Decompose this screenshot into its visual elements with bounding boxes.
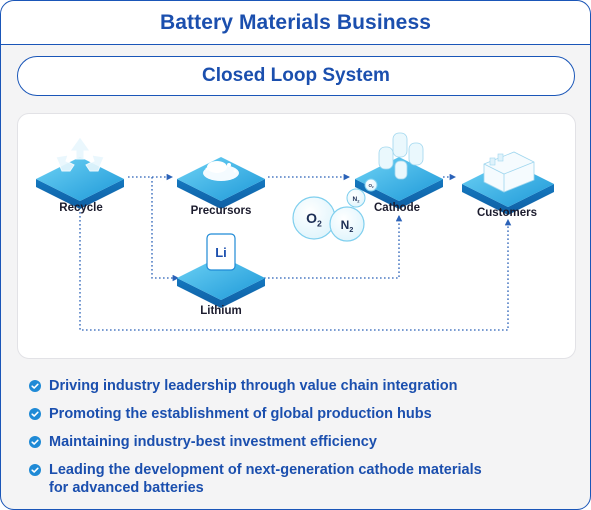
node-label-lithium: Lithium bbox=[200, 305, 242, 317]
check-circle-icon bbox=[29, 464, 41, 476]
key-point-text-continued: for advanced batteries bbox=[49, 480, 204, 496]
node-label-cathode: Cathode bbox=[374, 202, 420, 214]
recycle-icon bbox=[55, 136, 105, 172]
subtitle-text: Closed Loop System bbox=[202, 65, 390, 86]
recycle-tile bbox=[36, 136, 124, 209]
o2-label: O2 bbox=[306, 210, 322, 229]
closed-loop-diagram: Li O2 N2 N2 O2 Recycle Precursors Cathod… bbox=[17, 113, 576, 359]
check-circle-icon bbox=[29, 380, 41, 392]
precursors-tile bbox=[177, 157, 265, 209]
title-bar: Battery Materials Business bbox=[1, 1, 590, 45]
subtitle-pill: Closed Loop System bbox=[17, 56, 575, 96]
node-label-precursors: Precursors bbox=[190, 205, 252, 217]
n2-small-bubble bbox=[346, 188, 366, 208]
node-label-customers: Customers bbox=[476, 207, 538, 219]
n2-small-label: N2 bbox=[353, 196, 361, 204]
n2-bubble bbox=[329, 206, 365, 242]
key-point-text: Leading the development of next-generati… bbox=[49, 462, 482, 478]
lithium-symbol: Li bbox=[215, 245, 227, 260]
node-label-recycle: Recycle bbox=[59, 202, 103, 214]
page-title: Battery Materials Business bbox=[159, 10, 432, 34]
o2-small-label: O2 bbox=[368, 183, 374, 189]
reactor-tanks-icon bbox=[378, 132, 424, 180]
gas-bubbles: O2 N2 N2 O2 bbox=[292, 178, 378, 242]
key-point: Driving industry leadership through valu… bbox=[29, 377, 569, 395]
key-point-text: Maintaining industry-best investment eff… bbox=[49, 434, 377, 450]
cathode-tile bbox=[355, 132, 443, 209]
customers-tile bbox=[462, 151, 554, 215]
check-circle-icon bbox=[29, 408, 41, 420]
n2-label: N2 bbox=[341, 218, 354, 234]
battery-pack-icon bbox=[483, 151, 535, 193]
arrow-recycle-lithium bbox=[151, 177, 180, 282]
key-point: Maintaining industry-best investment eff… bbox=[29, 433, 569, 451]
o2-small-bubble bbox=[364, 178, 378, 192]
lithium-element-icon: Li bbox=[206, 233, 236, 271]
key-point: Promoting the establishment of global pr… bbox=[29, 405, 569, 423]
powder-icon bbox=[203, 161, 239, 181]
key-point-text: Driving industry leadership through valu… bbox=[49, 378, 458, 394]
key-point-text: Promoting the establishment of global pr… bbox=[49, 406, 432, 422]
arrow-lithium-cathode bbox=[264, 214, 403, 279]
check-circle-icon bbox=[29, 436, 41, 448]
lithium-tile: Li bbox=[177, 233, 265, 308]
flow-arrows bbox=[79, 173, 512, 331]
key-point: Leading the development of next-generati… bbox=[29, 461, 569, 497]
key-points-list: Driving industry leadership through valu… bbox=[29, 377, 569, 507]
arrow-recycle-customers bbox=[79, 212, 512, 331]
loop-diagram-graphic: Li O2 N2 N2 O2 bbox=[36, 132, 554, 331]
